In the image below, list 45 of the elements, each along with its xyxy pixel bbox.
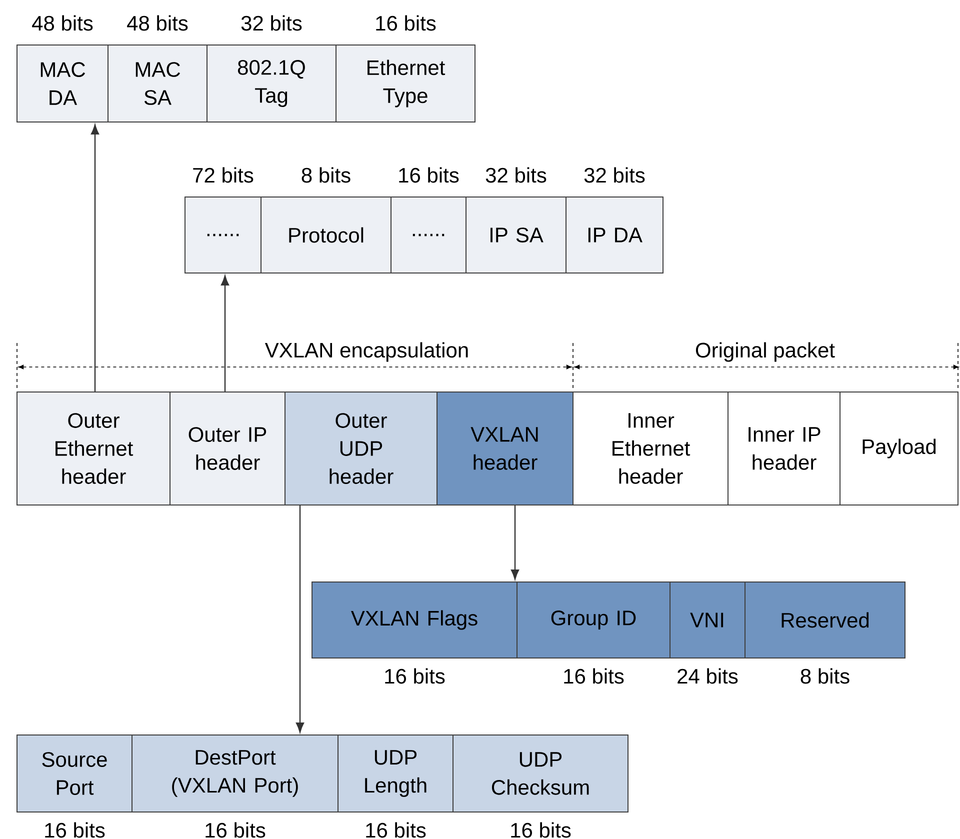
bit-width-label: 16 bits	[206, 822, 266, 838]
bit-width-label: 16 bits	[366, 822, 426, 838]
bit-width-label: 16 bits	[511, 822, 571, 838]
field-cell: VXLAN Flags	[312, 582, 518, 658]
field-cell: UDP Checksum	[452, 734, 628, 812]
field-cell: Payload	[840, 392, 958, 506]
field-cell: Outer IP header	[170, 392, 286, 506]
bit-width-label: 24 bits	[678, 668, 738, 684]
field-cell: IP SA	[466, 196, 566, 274]
field-cell: Protocol	[260, 196, 392, 274]
bit-width-label: 16 bits	[376, 15, 436, 31]
field-cell: UDP Length	[338, 734, 454, 812]
field-cell: Ethernet Type	[336, 44, 476, 122]
arrow	[90, 124, 100, 392]
bit-width-label: 16 bits	[399, 167, 459, 183]
field-cell: Outer UDP header	[284, 392, 438, 506]
bit-width-label: 32 bits	[486, 167, 546, 183]
field-cell: MAC DA	[16, 44, 108, 122]
bit-width-label: 8 bits	[302, 167, 350, 183]
arrow	[220, 275, 230, 392]
field-cell: IP DA	[566, 196, 664, 274]
dimension-label: Original packet	[692, 339, 838, 365]
field-cell: DestPort (VXLAN Port)	[132, 734, 338, 812]
field-cell: ......	[184, 196, 262, 274]
bit-width-label: 32 bits	[241, 15, 302, 31]
bit-width-label: 32 bits	[584, 167, 645, 183]
field-cell: Outer Ethernet header	[16, 392, 170, 506]
bit-width-label: 8 bits	[800, 668, 850, 684]
field-cell: VNI	[670, 582, 746, 658]
bit-width-label: 16 bits	[385, 668, 445, 684]
bit-width-label: 16 bits	[45, 822, 105, 838]
arrow	[510, 506, 520, 580]
bit-width-label: 48 bits	[127, 15, 188, 31]
field-cell: VXLAN header	[436, 392, 574, 506]
field-cell: 802.1Q Tag	[206, 44, 336, 122]
field-cell: Inner Ethernet header	[572, 392, 728, 506]
dimension-label: VXLAN encapsulation	[262, 339, 472, 365]
field-cell: MAC SA	[108, 44, 208, 122]
arrow	[296, 506, 304, 733]
field-cell: Inner IP header	[728, 392, 840, 506]
bit-width-label: 16 bits	[564, 668, 624, 684]
bit-width-label: 72 bits	[193, 167, 254, 183]
field-cell: ......	[390, 196, 466, 274]
bit-width-label: 48 bits	[32, 15, 93, 31]
field-cell: Source Port	[16, 734, 132, 812]
